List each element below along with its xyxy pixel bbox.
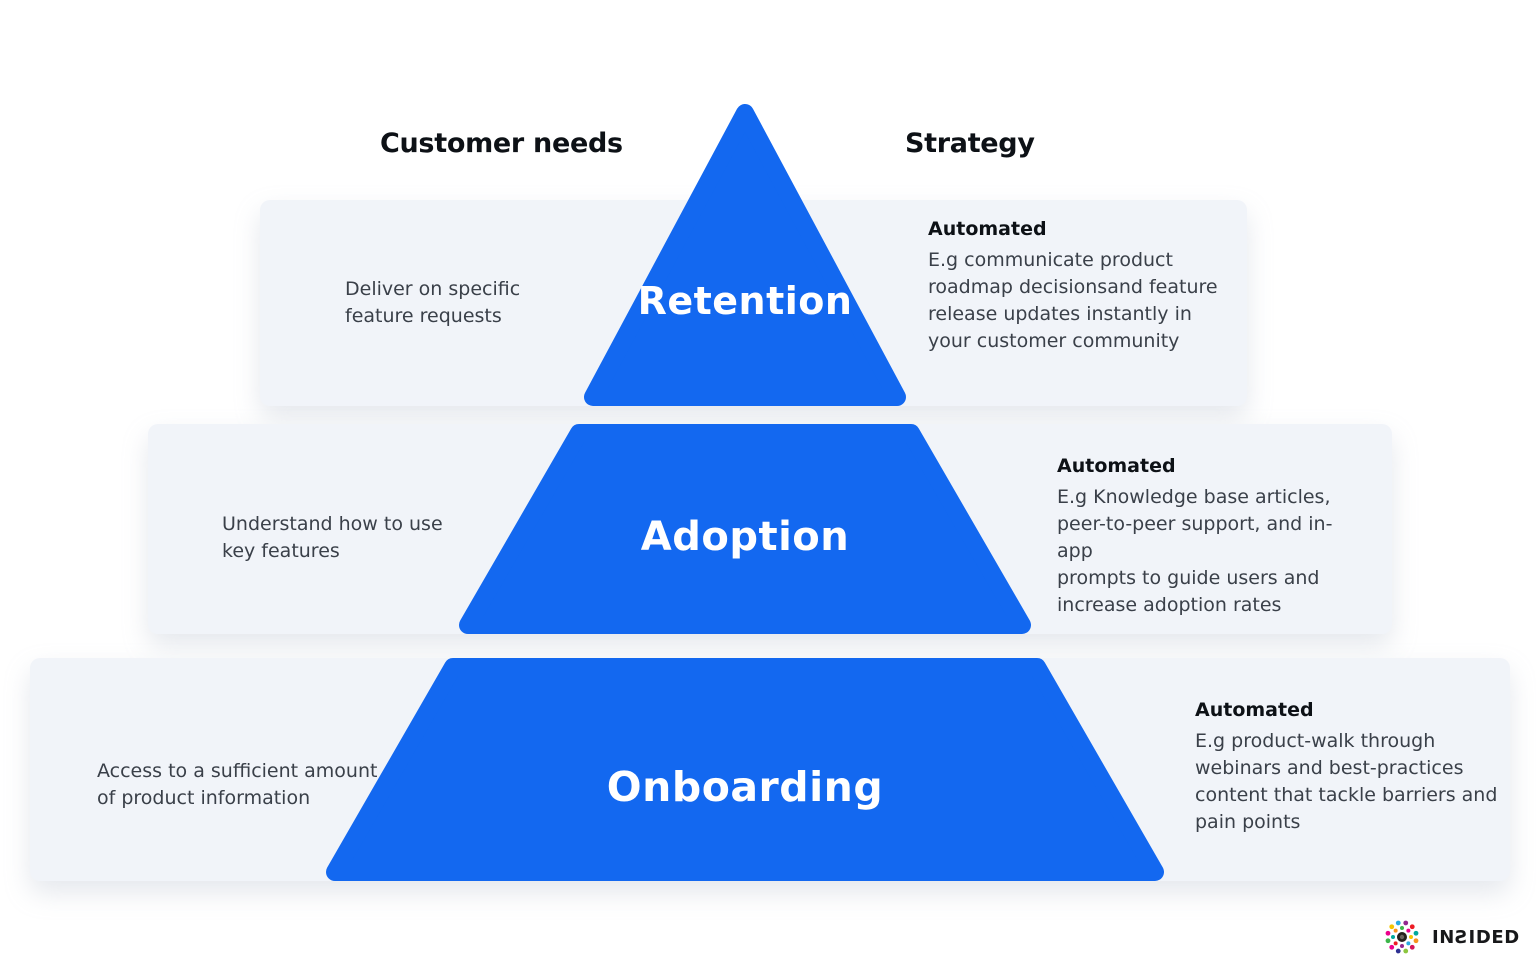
- strategy-body-adoption: E.g Knowledge base articles, peer-to-pee…: [1057, 486, 1333, 616]
- need-text-adoption: Understand how to use key features: [222, 513, 443, 562]
- need-text-retention: Deliver on specific feature requests: [345, 278, 521, 327]
- logo-stylized-s: Ƨ: [1454, 926, 1469, 948]
- strategy-body-retention: E.g communicate product roadmap decision…: [928, 249, 1218, 352]
- tier-label-retention: Retention: [637, 279, 853, 323]
- logo-text-suffix: IDED: [1468, 926, 1520, 948]
- pyramid-tier-adoption: [459, 424, 1031, 634]
- pyramid-tier-retention: [584, 104, 906, 406]
- strategy-block-adoption: Automated E.g Knowledge base articles, p…: [1057, 455, 1367, 619]
- need-text-onboarding: Access to a sufficient amount of product…: [97, 760, 378, 809]
- strategy-body-onboarding: E.g product-walk through webinars and be…: [1195, 730, 1498, 833]
- tier-label-adoption: Adoption: [640, 514, 850, 560]
- insided-logo-burst-icon: [1380, 915, 1424, 959]
- strategy-block-retention: Automated E.g communicate product roadma…: [928, 218, 1238, 355]
- strategy-header: Strategy: [905, 128, 1035, 159]
- customer-needs-header: Customer needs: [380, 128, 623, 159]
- strategy-title-adoption: Automated: [1057, 455, 1176, 477]
- insided-logo-text: IN Ƨ IDED: [1432, 927, 1520, 948]
- strategy-title-retention: Automated: [928, 218, 1047, 240]
- insided-logo: IN Ƨ IDED: [1380, 915, 1520, 959]
- strategy-block-onboarding: Automated E.g product-walk through webin…: [1195, 699, 1505, 836]
- strategy-title-onboarding: Automated: [1195, 699, 1314, 721]
- tier-label-onboarding: Onboarding: [606, 763, 884, 811]
- pyramid-tier-onboarding: [326, 658, 1164, 881]
- logo-text-prefix: IN: [1432, 926, 1455, 948]
